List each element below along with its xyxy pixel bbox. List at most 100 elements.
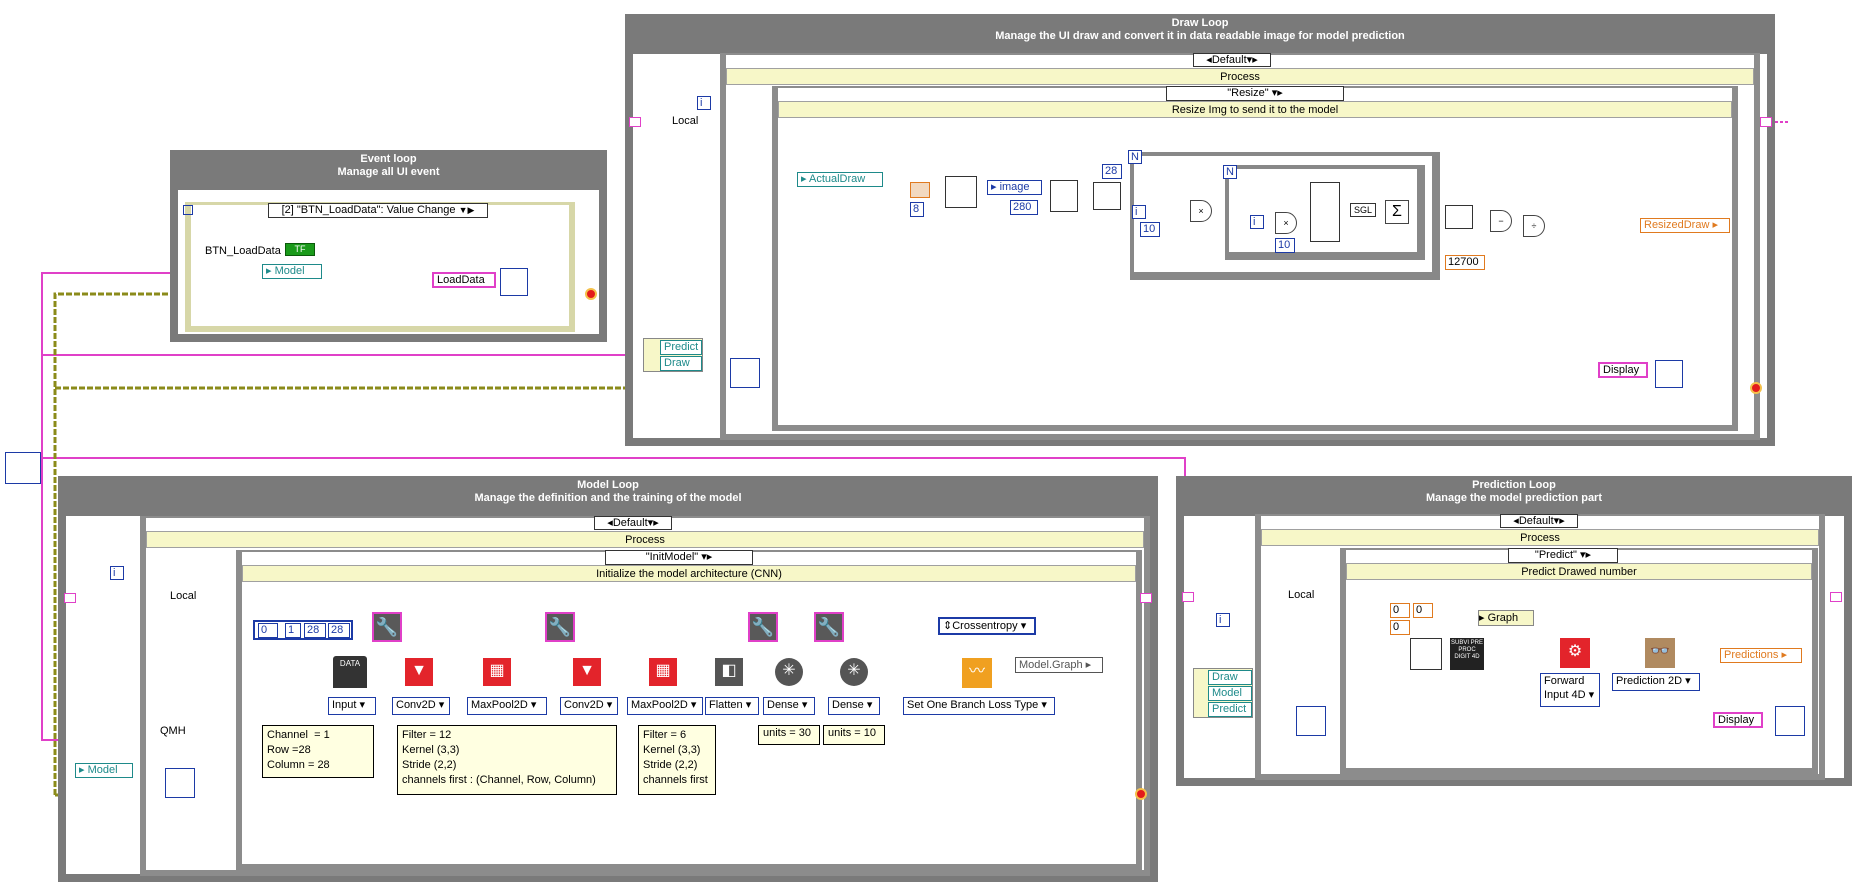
dense-setup-wrench-icon-1[interactable]: 🔧 — [748, 612, 778, 642]
dense-icon-2[interactable]: ✳ — [840, 658, 868, 686]
draw-draw-item[interactable]: Draw — [660, 356, 702, 371]
maxpool2d-icon-2[interactable]: ▦ — [649, 658, 677, 686]
draw-display-constant[interactable]: Display — [1598, 362, 1648, 378]
imaq-resize-icon[interactable] — [945, 176, 977, 208]
loaddata-constant[interactable]: LoadData — [432, 272, 496, 288]
conv2d-icon-1[interactable]: ▼ — [405, 658, 433, 686]
layer-ring-set-loss[interactable]: Set One Branch Loss Type ▾ — [903, 697, 1055, 715]
draw-enqueue-icon[interactable] — [1655, 360, 1683, 388]
model-dequeue-icon[interactable] — [165, 768, 195, 798]
layer-ring-conv2d-1[interactable]: Conv2D ▾ — [392, 697, 450, 715]
const-10-a[interactable]: 10 — [1140, 222, 1160, 237]
draw-loop-title: Draw Loop — [1171, 17, 1229, 29]
draw-outer-case-selector[interactable]: ◂Default▾▸ — [1193, 53, 1271, 67]
zero-c-text: 0 — [1416, 604, 1423, 616]
array-init-icon[interactable] — [1410, 638, 1442, 670]
layer-ring-conv2d-2[interactable]: Conv2D ▾ — [560, 697, 618, 715]
reshape-array-icon[interactable] — [1093, 182, 1121, 210]
prediction-2d-ring[interactable]: Prediction 2D ▾ — [1612, 673, 1700, 691]
btn-loaddata-terminal[interactable]: TF — [285, 243, 315, 256]
layer-ring-flatten[interactable]: Flatten ▾ — [705, 697, 759, 715]
model-loop-stop-icon[interactable] — [1135, 788, 1147, 800]
event-loop-stop-icon[interactable] — [585, 288, 597, 300]
model-inner-case-selector[interactable]: "InitModel" ▾▸ — [605, 550, 753, 565]
conv-setup-wrench-icon-1[interactable]: 🔧 — [372, 612, 402, 642]
layer-ring-maxpool-1[interactable]: MaxPool2D ▾ — [467, 697, 547, 715]
flatten-icon[interactable]: ◧ — [715, 658, 743, 686]
zero-constant-c[interactable]: 0 — [1413, 603, 1433, 618]
enqueue-message-icon[interactable] — [500, 268, 528, 296]
layer-ring-dense-1[interactable]: Dense ▾ — [763, 697, 815, 715]
prediction-predict-item[interactable]: Predict — [1208, 702, 1252, 717]
const-10-b[interactable]: 10 — [1275, 238, 1295, 253]
const-12700[interactable]: 12700 — [1445, 255, 1485, 270]
dense-icon-1[interactable]: ✳ — [775, 658, 803, 686]
const-8[interactable]: 8 — [910, 202, 924, 217]
layer-ring-input[interactable]: Input ▾ — [328, 697, 376, 715]
array-subset-2d-icon[interactable] — [1310, 182, 1340, 242]
multiply-icon-1[interactable]: × — [1190, 200, 1212, 222]
prediction-draw-item[interactable]: Draw — [1208, 670, 1252, 685]
sum-icon[interactable]: Σ — [1385, 200, 1409, 224]
draw-loop-header: Draw Loop Manage the UI draw and convert… — [625, 14, 1775, 54]
shape-channel[interactable]: 1 — [285, 623, 301, 638]
tf-text: TF — [294, 244, 306, 254]
loss-text: Crossentropy — [952, 620, 1018, 632]
const-280[interactable]: 280 — [1010, 200, 1038, 215]
prediction-inner-case-selector[interactable]: "Predict" ▾▸ — [1508, 548, 1618, 563]
conv-setup-wrench-icon-2[interactable]: 🔧 — [545, 612, 575, 642]
set-loss-icon[interactable]: 〰 — [962, 658, 992, 688]
actualdraw-terminal[interactable]: ▸ ActualDraw — [797, 172, 883, 187]
layer-ring-maxpool-2[interactable]: MaxPool2D ▾ — [627, 697, 703, 715]
draw-process-bar: Process — [726, 68, 1754, 85]
inner-i-terminal: i — [1250, 215, 1264, 229]
zero-constant-b[interactable]: 0 — [1390, 620, 1410, 635]
multiply-icon-2[interactable]: × — [1275, 212, 1297, 234]
btn-loaddata-label: BTN_LoadData — [205, 245, 281, 257]
prediction-outer-case-selector[interactable]: ◂Default▾▸ — [1500, 514, 1578, 528]
preproc-subvi[interactable]: SUBVI PRE PROC DIGIT 4D — [1450, 638, 1484, 670]
subtract-icon[interactable]: − — [1490, 210, 1512, 232]
prediction-enqueue-icon[interactable] — [1775, 706, 1805, 736]
model-terminal[interactable]: ▸ Model — [75, 763, 133, 778]
graph-unbundle[interactable]: ▸ Graph — [1478, 610, 1534, 626]
layer-conv2d-1-text: Conv2D — [396, 699, 436, 711]
prediction-2d-text: Prediction 2D — [1616, 675, 1683, 687]
prediction-model-text: Model — [1212, 687, 1242, 699]
dense-setup-wrench-icon-2[interactable]: 🔧 — [814, 612, 844, 642]
image-terminal[interactable]: ▸ image — [987, 180, 1042, 195]
divide-icon[interactable]: ÷ — [1523, 215, 1545, 237]
draw-loop-stop-icon[interactable] — [1750, 382, 1762, 394]
model-graph-terminal[interactable]: Model.Graph ▸ — [1015, 657, 1103, 673]
image-convert-icon[interactable] — [910, 182, 930, 198]
event-case-selector[interactable]: [2] "BTN_LoadData": Value Change ▼▶ — [268, 203, 488, 218]
maxpool2d-icon-1[interactable]: ▦ — [483, 658, 511, 686]
predictions-terminal[interactable]: Predictions ▸ — [1720, 648, 1802, 663]
shape-index[interactable]: 0 — [258, 623, 278, 638]
draw-predict-item[interactable]: Predict — [660, 340, 702, 355]
event-model-terminal[interactable]: ▸ Model — [262, 264, 322, 279]
shape-column[interactable]: 28 — [328, 623, 350, 638]
reshape-icon-2[interactable] — [1445, 205, 1473, 229]
layer-ring-dense-2[interactable]: Dense ▾ — [828, 697, 880, 715]
forward-icon[interactable]: ⚙ — [1560, 638, 1590, 668]
draw-inner-case-selector[interactable]: "Resize" ▾▸ — [1166, 86, 1344, 101]
zero-constant-a[interactable]: 0 — [1390, 603, 1410, 618]
conv2d-icon-2[interactable]: ▼ — [573, 658, 601, 686]
const-28[interactable]: 28 — [1102, 164, 1122, 179]
sgl-convert[interactable]: SGL — [1350, 203, 1376, 217]
forward-ring[interactable]: Forward Input 4D ▾ — [1540, 673, 1600, 707]
prediction-model-item[interactable]: Model — [1208, 686, 1252, 701]
loss-type-ring[interactable]: ⇕Crossentropy ▾ — [938, 617, 1036, 635]
prediction-display-constant[interactable]: Display — [1713, 712, 1763, 728]
model-outer-case-selector[interactable]: ◂Default▾▸ — [594, 516, 672, 530]
shape-row[interactable]: 28 — [304, 623, 326, 638]
draw-dequeue-icon[interactable] — [730, 358, 760, 388]
prediction-loop-subtitle: Manage the model prediction part — [1425, 492, 1603, 504]
array-subset-icon[interactable] — [1050, 180, 1078, 212]
prediction-icon[interactable]: 👓 — [1645, 638, 1675, 668]
prediction-shift-register-left — [1182, 592, 1194, 602]
resizeddraw-terminal[interactable]: ResizedDraw ▸ — [1640, 218, 1730, 233]
prediction-dequeue-icon[interactable] — [1296, 706, 1326, 736]
data-input-icon[interactable]: DATA — [333, 656, 367, 688]
